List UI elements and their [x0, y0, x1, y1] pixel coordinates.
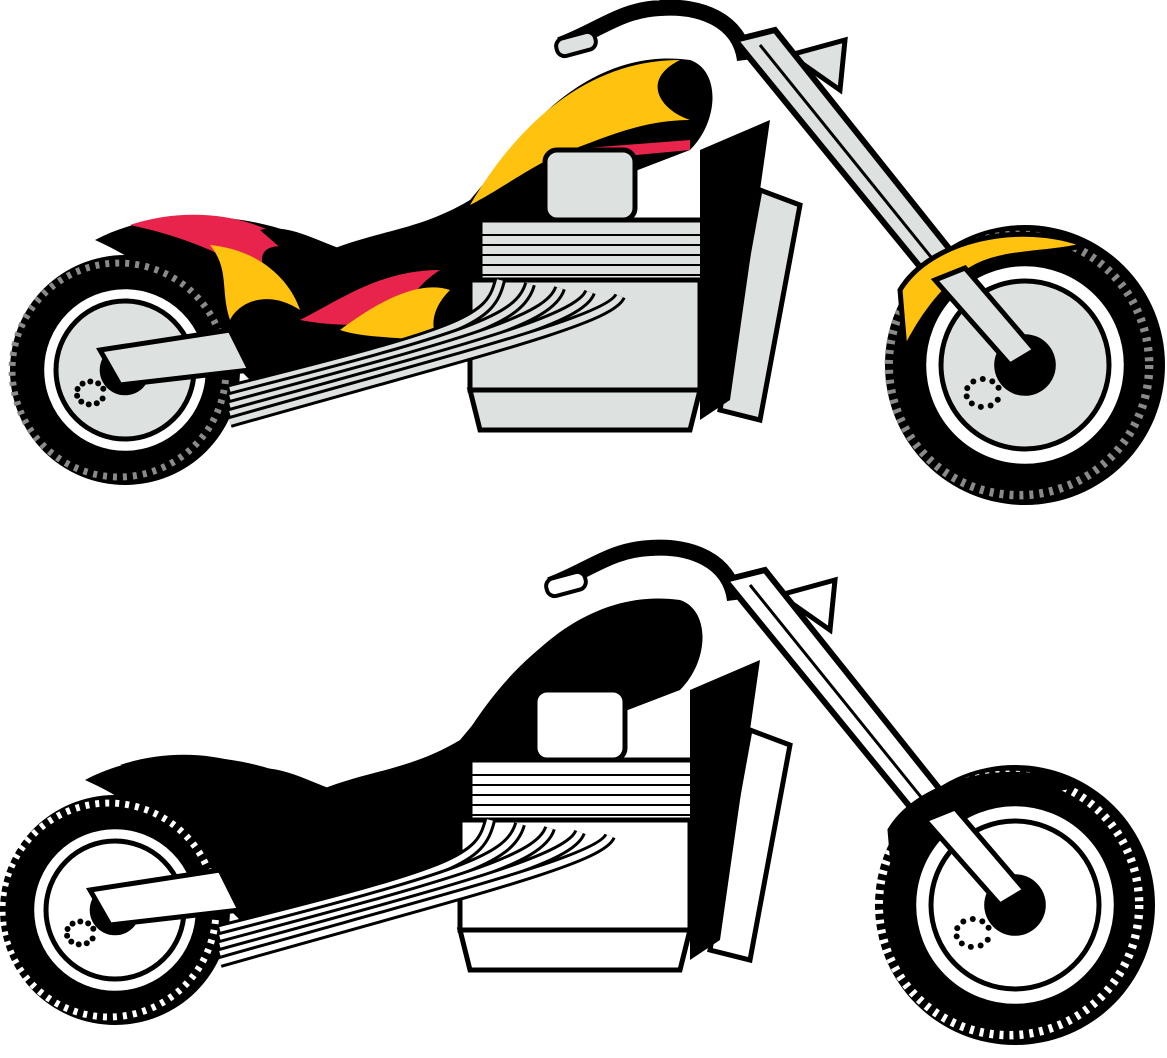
wheel-dot: [99, 395, 106, 402]
wheel-dot: [958, 940, 965, 947]
wheel-dot: [74, 392, 81, 399]
wheel-dot: [85, 401, 92, 408]
wheel-dot: [90, 925, 97, 932]
wheel-dot: [85, 920, 92, 927]
wheel-dot: [77, 918, 84, 925]
wheel-dot: [69, 920, 76, 927]
wheel-dot: [967, 943, 974, 950]
hand-grip: [554, 29, 598, 59]
wheel-dot: [989, 378, 996, 385]
oil-pan: [466, 387, 704, 433]
wheel-dot: [963, 393, 970, 400]
wheel-dot: [979, 918, 986, 925]
wheel-dot: [79, 380, 86, 387]
exhaust-pipe: [229, 286, 563, 409]
front-fender: [887, 771, 1083, 900]
wheel-dot: [953, 933, 960, 940]
wheel-dot: [68, 938, 75, 945]
wheel-dot: [970, 378, 977, 385]
wheel-dot: [977, 942, 984, 949]
cylinder-head: [477, 217, 713, 283]
down-tube: [690, 660, 760, 960]
wheel-dot: [968, 400, 975, 407]
headlight: [784, 36, 848, 95]
chopper-motorcycle-color: [8, 0, 1165, 505]
chopper-motorcycle-black-white: [0, 539, 1155, 1045]
down-tube: [700, 120, 770, 420]
exhaust-pipe: [229, 279, 503, 393]
hand-grip: [544, 569, 588, 599]
flame: [330, 827, 440, 885]
wheel-dot: [75, 941, 82, 948]
wheel-dot: [87, 378, 94, 385]
exhaust-pipe: [219, 830, 583, 957]
wheel-dot: [987, 402, 994, 409]
wheel-dot: [64, 932, 71, 939]
wheel-dot: [954, 925, 961, 932]
exhaust-pipe: [219, 826, 553, 949]
flame: [200, 785, 290, 860]
wheel-dot: [984, 936, 991, 943]
wheel-dot: [994, 396, 1001, 403]
wheel-dot: [985, 924, 992, 931]
exhaust-pipe: [229, 290, 593, 417]
air-cleaner: [542, 147, 638, 223]
exhaust-pipe: [219, 819, 493, 933]
wheel-dot: [95, 380, 102, 387]
exhaust-pipe: [229, 283, 533, 401]
wheel-dot: [78, 398, 85, 405]
handlebar: [547, 539, 743, 602]
flame: [340, 287, 450, 345]
tank-flame: [470, 60, 690, 205]
handlebar: [557, 0, 753, 62]
cylinder-head: [467, 757, 703, 823]
swingarm: [86, 867, 244, 928]
wheel-dot: [964, 385, 971, 392]
wheel-dot: [89, 935, 96, 942]
air-cleaner: [532, 687, 628, 763]
tank-flame: [460, 600, 680, 745]
wheel-dot: [969, 916, 976, 923]
wheel-dot: [995, 384, 1002, 391]
headlight: [774, 576, 838, 635]
exhaust-pipe: [219, 823, 523, 941]
front-fender: [897, 231, 1093, 360]
swingarm: [96, 327, 254, 388]
oil-pan: [456, 927, 694, 973]
exhaust-pipe: [219, 834, 613, 965]
wheel-dot: [100, 385, 107, 392]
flame: [210, 245, 300, 320]
wheel-dot: [979, 376, 986, 383]
wheel-dot: [74, 385, 81, 392]
fork-lower: [920, 805, 1029, 909]
fork-lower: [930, 265, 1039, 369]
exhaust-pipe: [229, 294, 623, 425]
wheel-dot: [93, 400, 100, 407]
wheel-dot: [64, 925, 71, 932]
wheel-dot: [83, 940, 90, 947]
wheel-dot: [960, 918, 967, 925]
seat: [250, 765, 460, 813]
wheel-dot: [977, 403, 984, 410]
seat: [260, 225, 470, 273]
